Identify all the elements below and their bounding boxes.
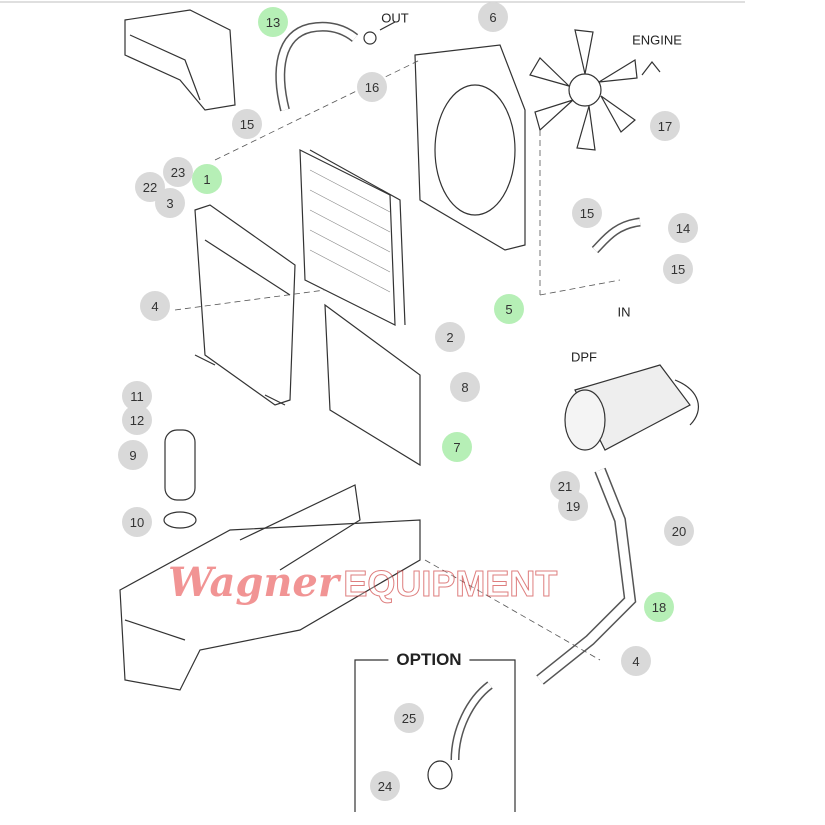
chassis (119, 519, 421, 691)
in-label: IN (617, 304, 631, 320)
watermark-script: Wagner (168, 559, 339, 606)
callout-12: 12 (122, 405, 152, 435)
callout-19: 19 (558, 491, 588, 521)
callout-13: 13 (258, 7, 288, 37)
callout-1: 1 (192, 164, 222, 194)
callout-16: 16 (357, 72, 387, 102)
callout-24: 24 (370, 771, 400, 801)
callout-15: 15 (663, 254, 693, 284)
option-heading: OPTION (388, 650, 470, 670)
callout-4: 4 (140, 291, 170, 321)
callout-17: 17 (650, 111, 680, 141)
watermark-block: EQUIPMENT (343, 563, 558, 605)
radiator (299, 149, 396, 326)
callout-18: 18 (644, 592, 674, 622)
out-label: OUT (381, 10, 409, 26)
upper-shroud (124, 9, 236, 111)
callout-6: 6 (478, 2, 508, 32)
callout-7: 7 (442, 432, 472, 462)
callout-10: 10 (122, 507, 152, 537)
radiator-frame (194, 204, 296, 406)
screen (324, 303, 421, 467)
callout-8: 8 (450, 372, 480, 402)
callout-3: 3 (155, 188, 185, 218)
expansion-tank (164, 429, 196, 501)
callout-20: 20 (664, 516, 694, 546)
callout-25: 25 (394, 703, 424, 733)
callout-15: 15 (572, 198, 602, 228)
callout-9: 9 (118, 440, 148, 470)
fan (529, 29, 638, 151)
callout-15: 15 (232, 109, 262, 139)
engine-label: ENGINE (632, 32, 682, 48)
callout-14: 14 (668, 213, 698, 243)
fan-shroud (414, 44, 526, 251)
watermark: Wagner EQUIPMENT (168, 558, 558, 617)
callout-4: 4 (621, 646, 651, 676)
dpf-label: DPF (571, 349, 597, 365)
callout-11: 11 (122, 381, 152, 411)
callout-5: 5 (494, 294, 524, 324)
callout-23: 23 (163, 157, 193, 187)
hose-clamp-16 (363, 31, 377, 45)
callout-2: 2 (435, 322, 465, 352)
dpf-unit (564, 364, 699, 451)
engine-arrow (641, 61, 661, 76)
tank-cap (163, 511, 197, 529)
